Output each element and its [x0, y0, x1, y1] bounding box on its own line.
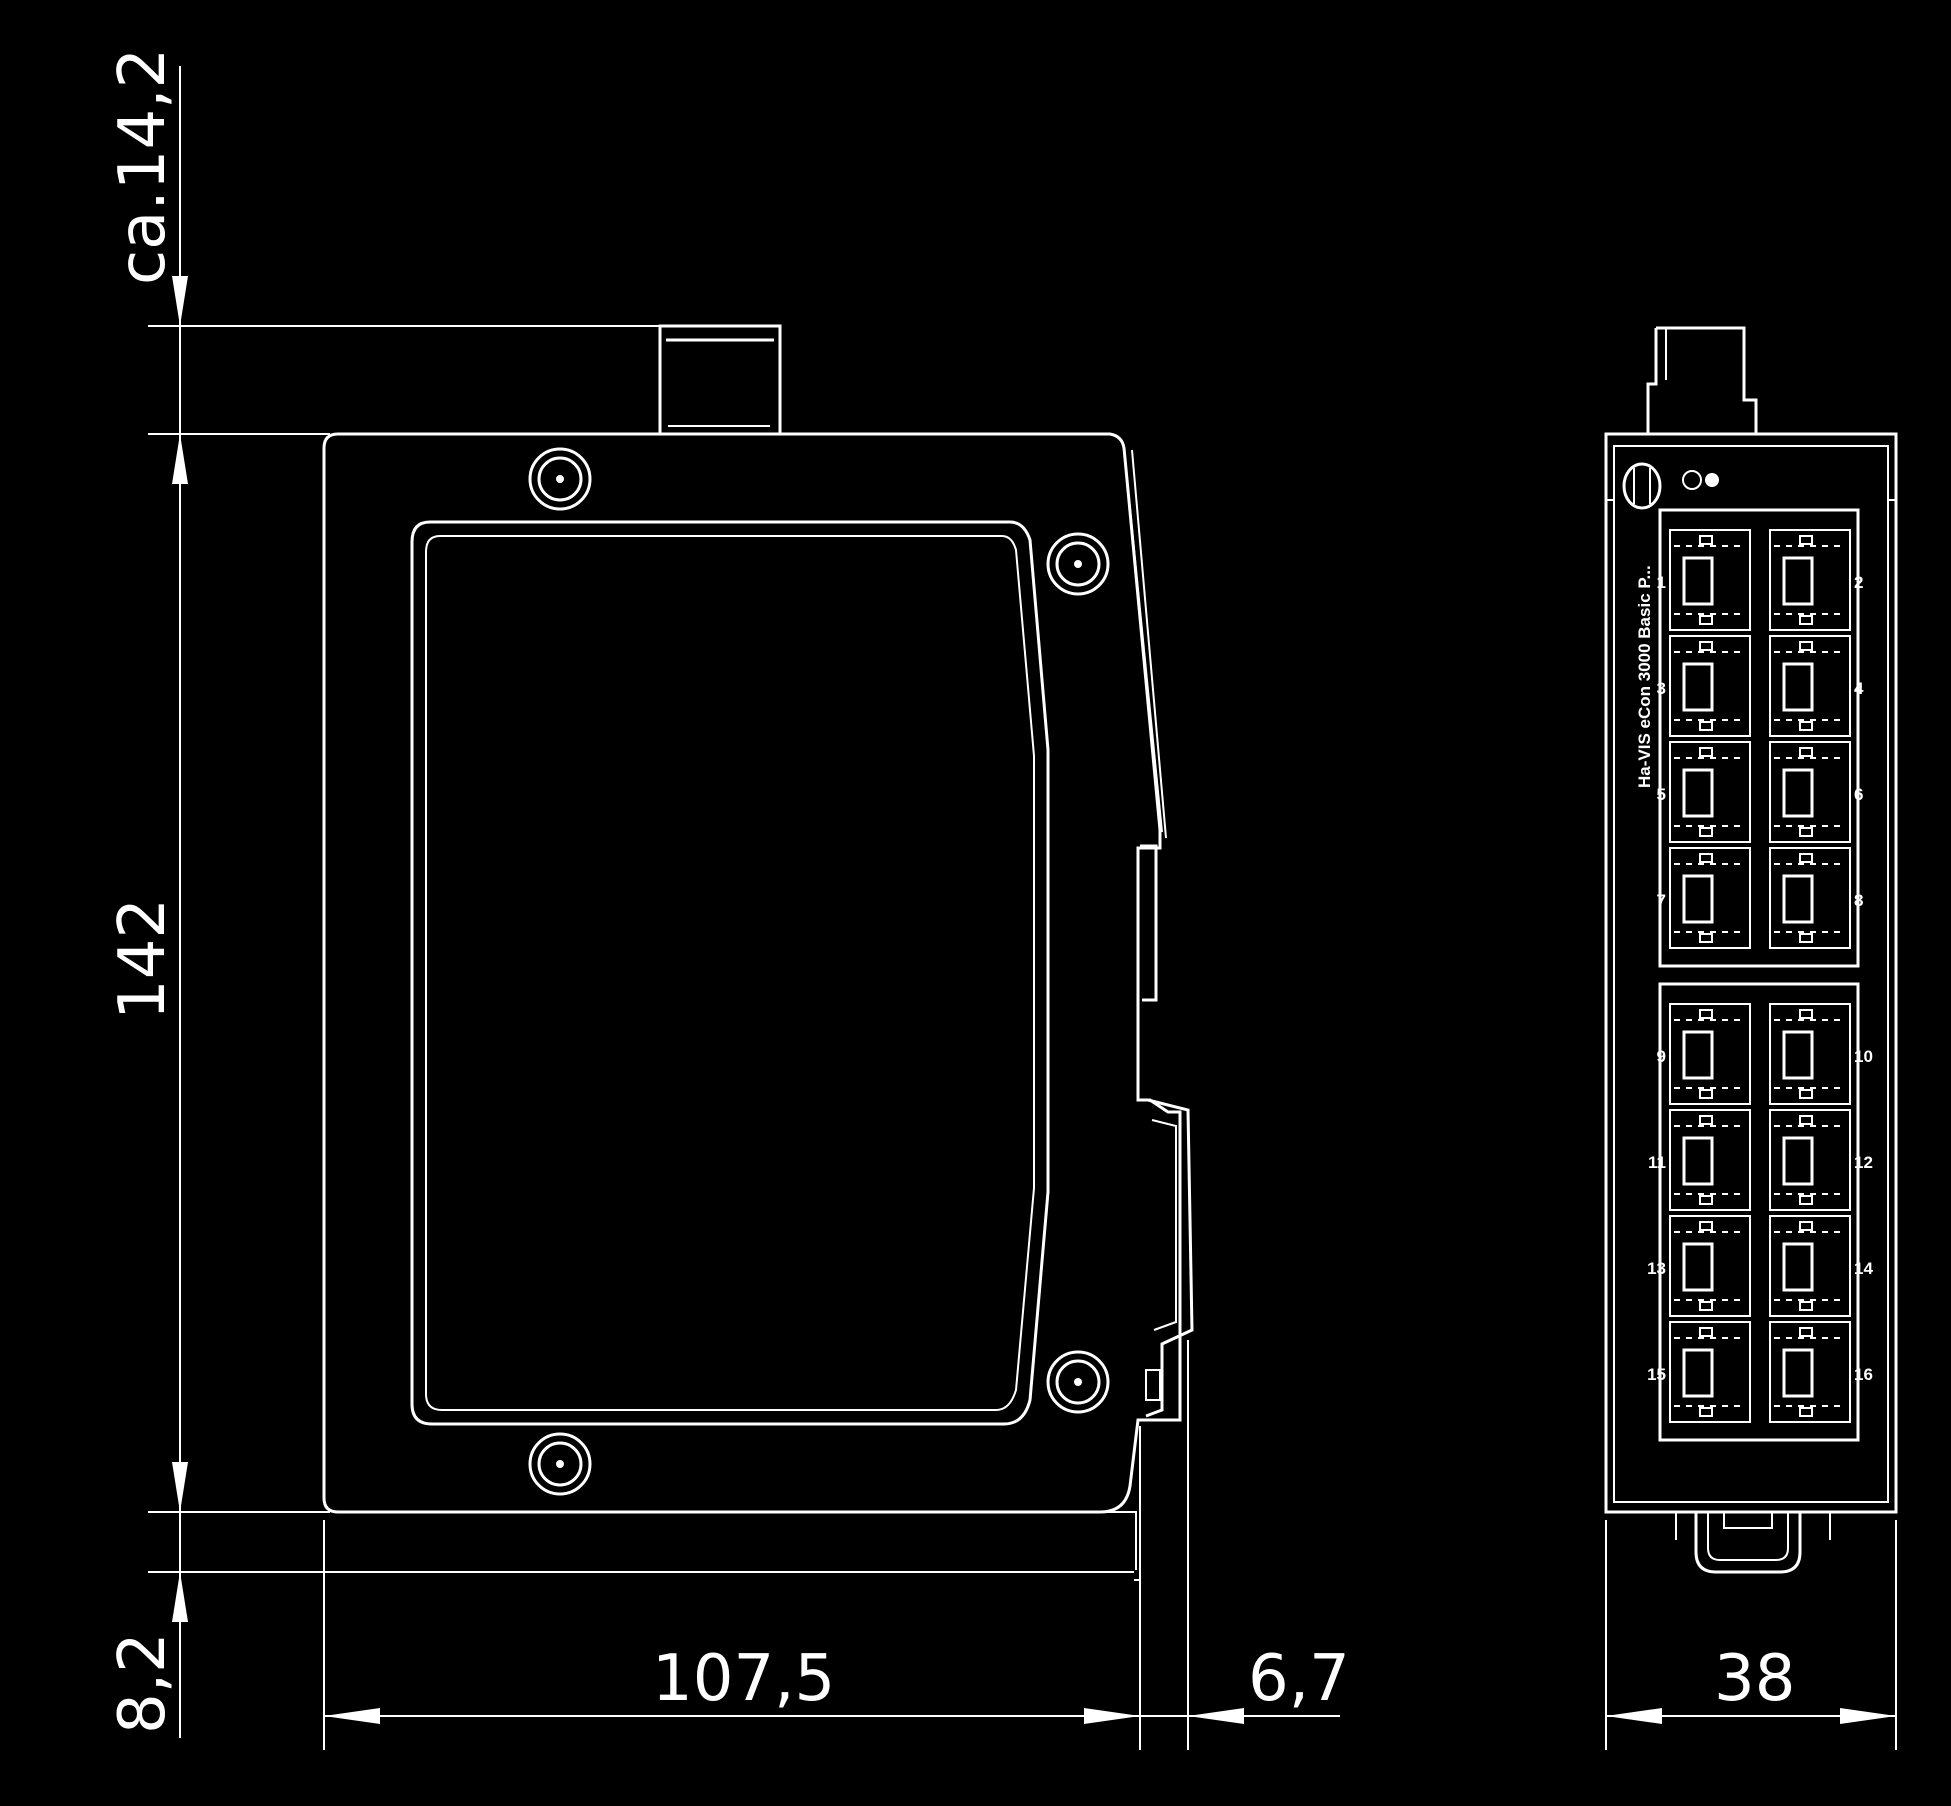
port-label: 10 — [1854, 1047, 1873, 1066]
screw-bottom-left — [528, 1432, 592, 1496]
port-group-top — [1658, 508, 1860, 968]
port-label: 7 — [1657, 891, 1666, 910]
brand-logo-icon — [1622, 462, 1662, 510]
port-label: 9 — [1657, 1047, 1666, 1066]
ethernet-port — [1669, 635, 1751, 737]
dim-bottom-height: 8,2 — [106, 1632, 180, 1734]
screw-bottom-right — [1046, 1350, 1110, 1414]
dim-main-height: 142 — [106, 898, 180, 1020]
ethernet-port — [1669, 847, 1751, 949]
screw-top-right — [1046, 532, 1110, 596]
inner-window — [410, 520, 1050, 1426]
dim-rail-depth: 6,7 — [1248, 1642, 1350, 1716]
front-top-connector — [1646, 326, 1758, 434]
ethernet-port — [1669, 529, 1751, 631]
ethernet-port — [1769, 741, 1851, 843]
ethernet-port — [1669, 1003, 1751, 1105]
ethernet-port — [1769, 529, 1851, 631]
ethernet-port — [1769, 1215, 1851, 1317]
led-icon — [1682, 470, 1702, 490]
port-label: 14 — [1854, 1259, 1873, 1278]
port-label: 3 — [1657, 679, 1666, 698]
front-housing — [1604, 432, 1898, 1514]
port-label: 16 — [1854, 1365, 1873, 1384]
dimension-lines: ca.14,2 142 8,2 107,5 6,7 38 — [106, 48, 1897, 1750]
port-label: 6 — [1854, 785, 1863, 804]
port-label: 8 — [1854, 891, 1863, 910]
ethernet-port — [1769, 635, 1851, 737]
ethernet-port — [1769, 1109, 1851, 1211]
port-label: 5 — [1657, 785, 1666, 804]
housing-outline — [322, 432, 1182, 1514]
top-connector — [658, 324, 782, 436]
front-bottom-latch — [1694, 1512, 1802, 1574]
port-group-bottom — [1658, 982, 1860, 1442]
port-label: 2 — [1854, 573, 1863, 592]
ethernet-port — [1669, 1321, 1751, 1423]
port-label: 15 — [1647, 1365, 1666, 1384]
port-label: 4 — [1854, 679, 1864, 698]
ethernet-port — [1669, 1109, 1751, 1211]
ethernet-port — [1669, 741, 1751, 843]
brand-text: Ha-VIS eCon 3000 Basic P... — [1635, 565, 1654, 788]
dim-top-height: ca.14,2 — [106, 48, 180, 285]
port-label: 13 — [1647, 1259, 1666, 1278]
port-label: 1 — [1657, 573, 1666, 592]
port-label: 12 — [1854, 1153, 1873, 1172]
screw-top-left — [528, 447, 592, 511]
led-icon — [1705, 473, 1719, 487]
ethernet-port — [1769, 1321, 1851, 1423]
side-view — [322, 324, 1194, 1581]
ethernet-port — [1769, 847, 1851, 949]
dim-width: 38 — [1714, 1642, 1795, 1716]
port-label: 11 — [1648, 1153, 1666, 1172]
ethernet-port — [1769, 1003, 1851, 1105]
dim-depth: 107,5 — [652, 1642, 835, 1716]
ethernet-port — [1669, 1215, 1751, 1317]
din-rail-clip — [1140, 844, 1194, 1418]
